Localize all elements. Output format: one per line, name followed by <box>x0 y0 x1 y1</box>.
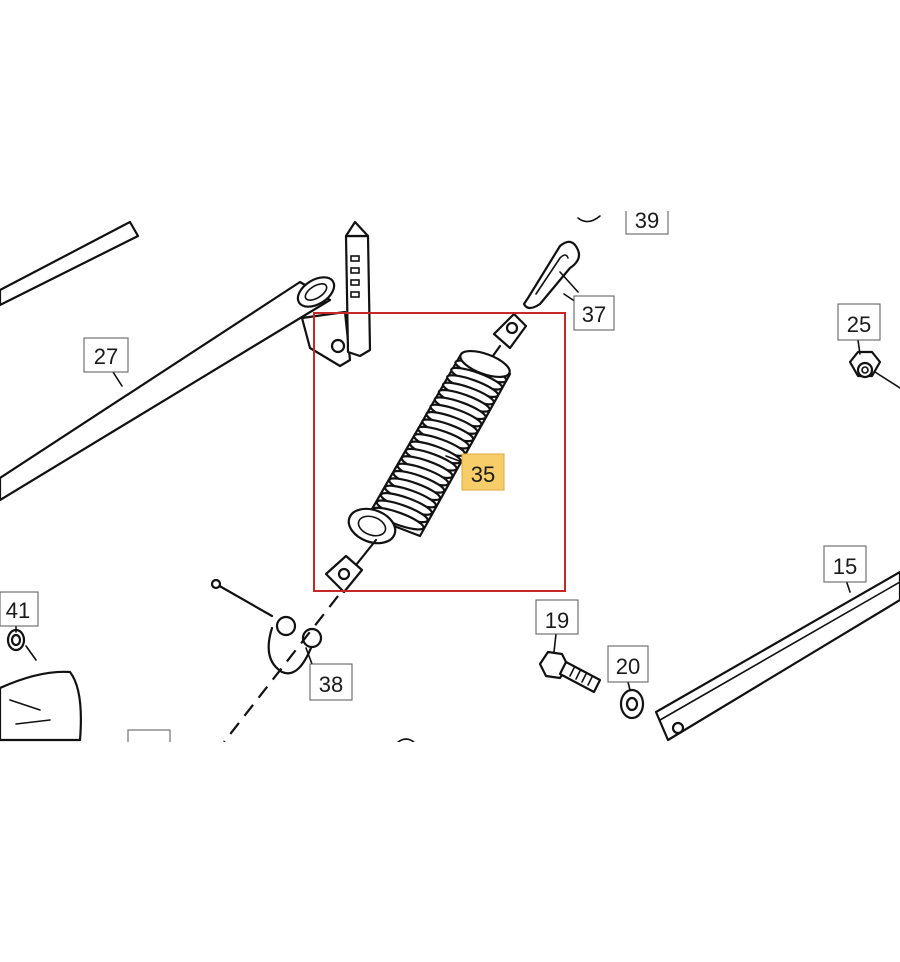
part-39-fragment <box>577 215 601 223</box>
label-27: 27 <box>83 337 129 387</box>
label-38: 38 <box>305 647 353 701</box>
label-37: 37 <box>563 293 615 331</box>
blank-lower-area <box>0 742 900 962</box>
label-19: 19 <box>535 599 579 653</box>
svg-text:27: 27 <box>94 344 118 369</box>
svg-text:19: 19 <box>545 608 569 633</box>
svg-text:35: 35 <box>471 462 495 487</box>
snap-hook-part-37 <box>522 240 581 310</box>
svg-text:15: 15 <box>833 554 857 579</box>
label-41: 41 <box>0 591 39 633</box>
label-25: 25 <box>837 303 881 355</box>
left-bracket-fragment <box>0 670 82 742</box>
svg-text:41: 41 <box>6 598 30 623</box>
washer-part-20 <box>619 688 645 720</box>
svg-text:20: 20 <box>616 654 640 679</box>
label-20: 20 <box>607 645 649 691</box>
svg-text:37: 37 <box>582 302 606 327</box>
shackle-part-38 <box>210 578 339 743</box>
label-39: 39 <box>620 190 676 235</box>
label-35: 35 <box>445 453 505 491</box>
label-15: 15 <box>823 545 867 593</box>
tube-part-27 <box>0 220 336 502</box>
svg-text:25: 25 <box>847 312 871 337</box>
sleeve-part-41 <box>6 628 37 661</box>
highlight-frame <box>313 312 566 592</box>
bolt-part-19 <box>538 650 602 694</box>
spring-part-35 <box>324 312 528 594</box>
svg-text:39: 39 <box>635 208 659 233</box>
label-fragment-bottom <box>127 729 171 745</box>
flat-bar-part-15 <box>654 570 900 742</box>
nut-part-25 <box>848 350 900 389</box>
bracket-plate <box>300 220 372 368</box>
svg-text:38: 38 <box>319 672 343 697</box>
